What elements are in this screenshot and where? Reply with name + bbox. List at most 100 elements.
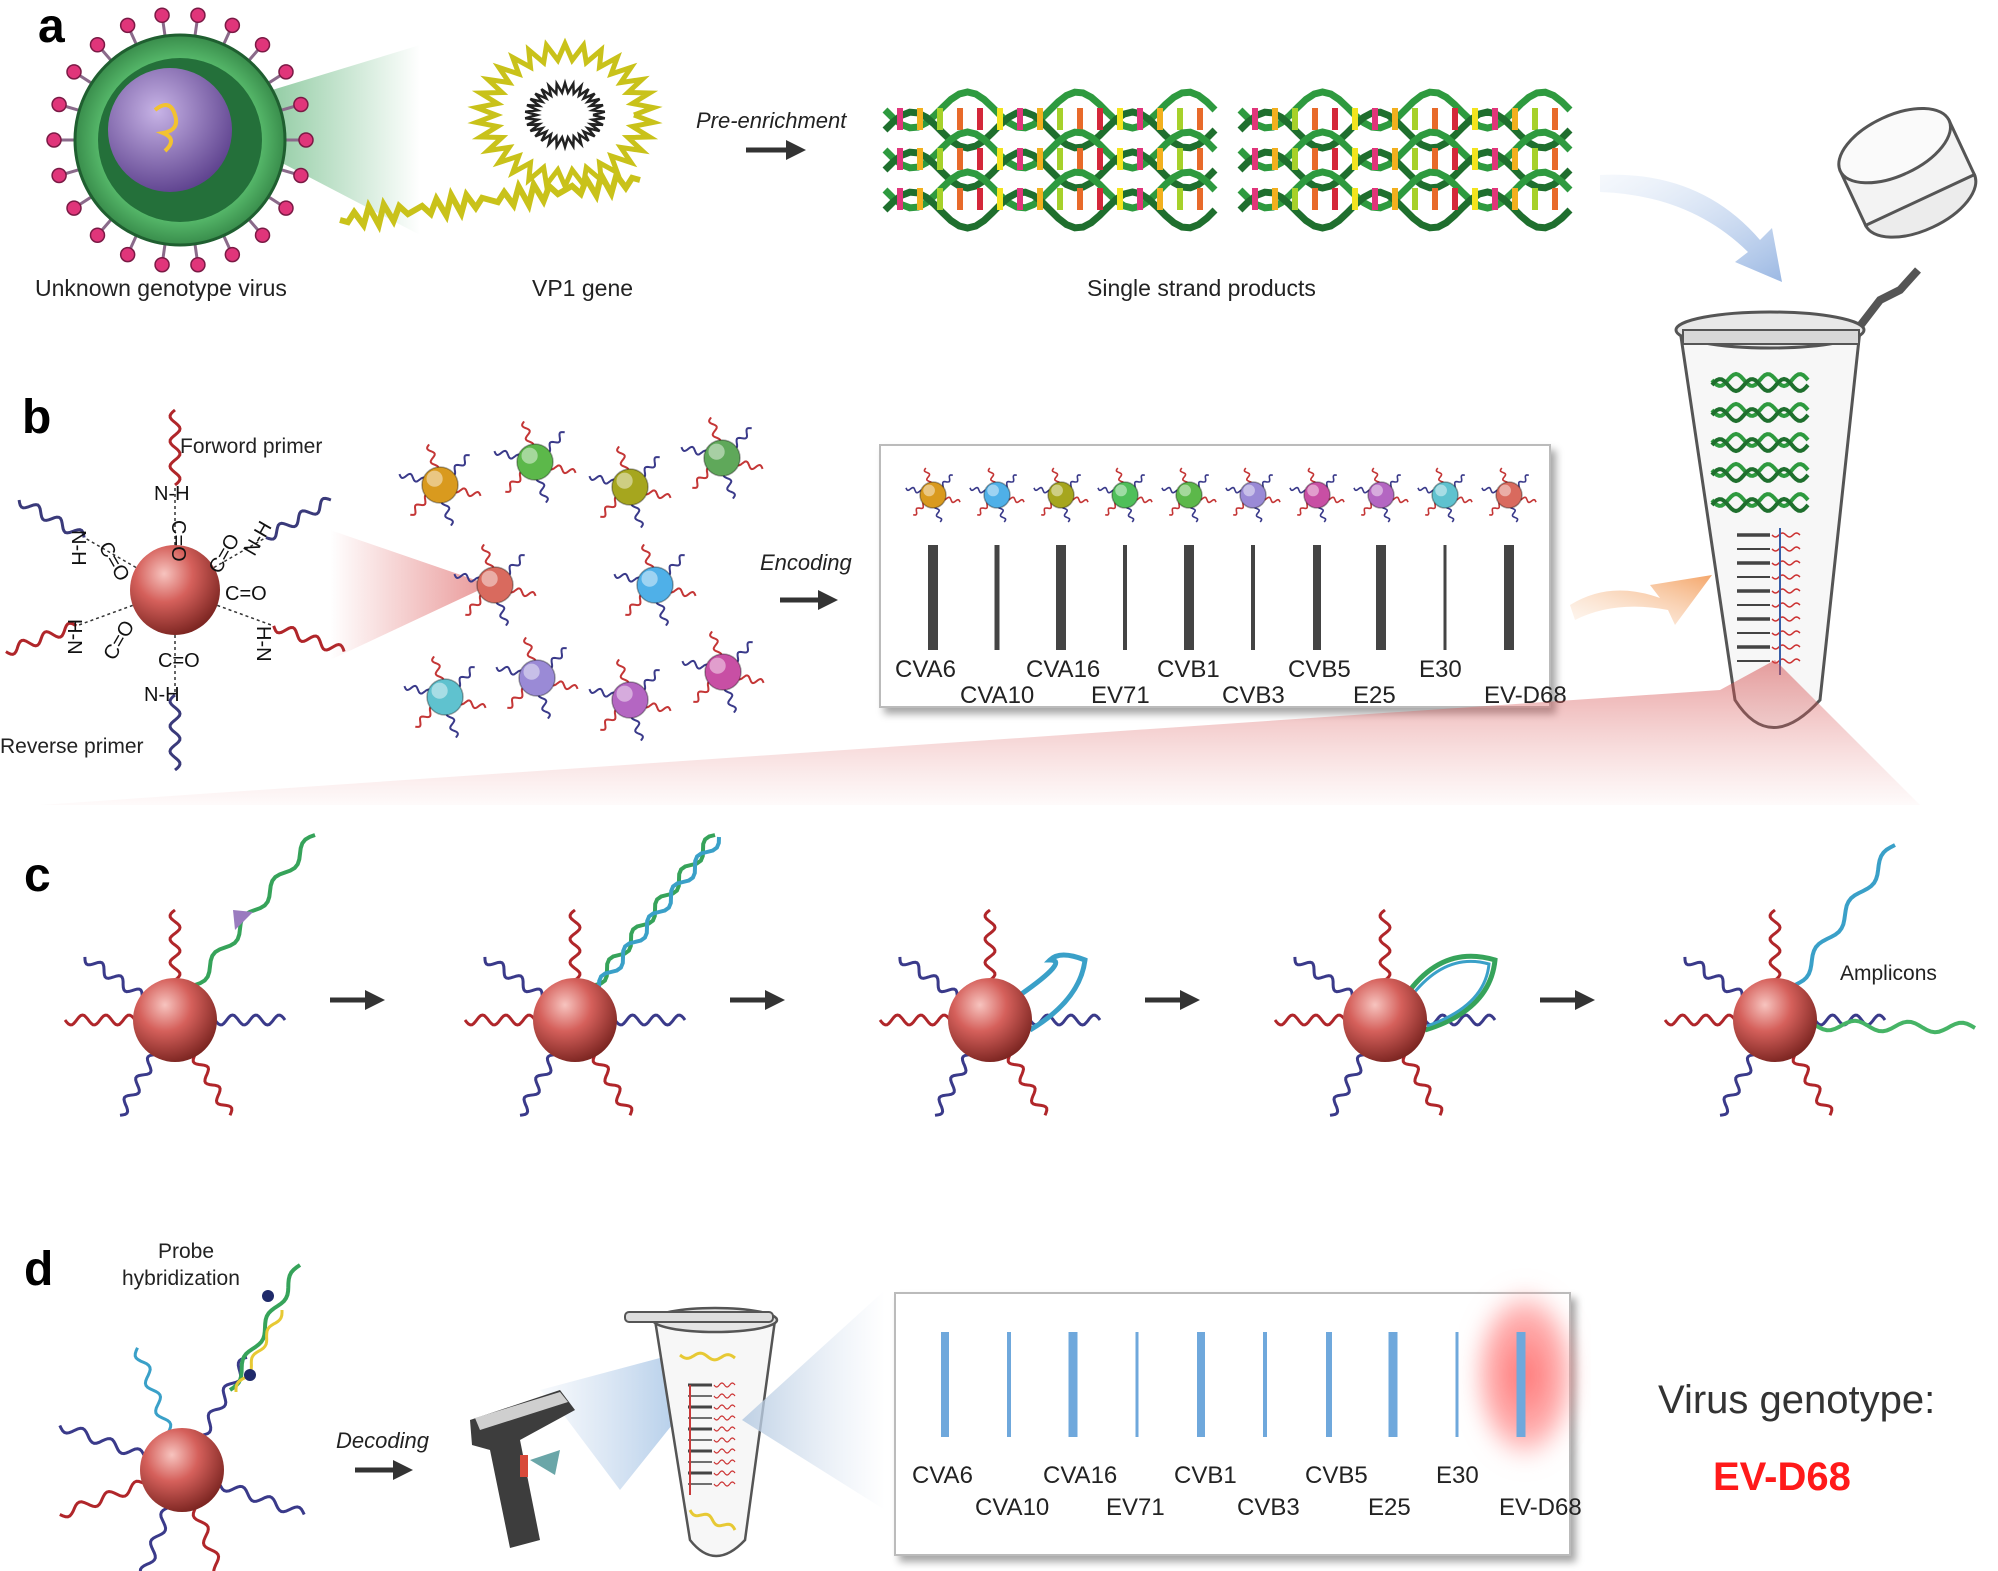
- amplification-steps: [63, 833, 1976, 1117]
- dna-helix: [882, 128, 1218, 192]
- encoding-label: Encoding: [760, 550, 853, 575]
- barcode-bar: [1123, 545, 1127, 650]
- barcode-bead: [1353, 467, 1409, 523]
- barcode-label: EV71: [1091, 682, 1150, 709]
- encoded-bead: [680, 416, 764, 500]
- bead-sphere: [426, 678, 464, 716]
- barcode-bar: [1516, 1332, 1526, 1437]
- bead: [1733, 978, 1817, 1062]
- panel-label-c: c: [24, 849, 51, 902]
- barcode-label: E25: [1368, 1494, 1411, 1521]
- decoding-label: Decoding: [336, 1428, 430, 1453]
- panel-label-d: d: [24, 1243, 53, 1296]
- barcode-bar: [1135, 1332, 1139, 1437]
- svg-text:H-N: H-N: [63, 619, 85, 655]
- barcode-bead: [1097, 467, 1153, 523]
- svg-text:N-H: N-H: [144, 684, 180, 706]
- bead-sphere: [518, 659, 556, 697]
- barcode-bead: [1161, 467, 1217, 523]
- dna-helix: [882, 168, 1218, 232]
- reaction-tube: [1674, 106, 1978, 729]
- amplification-step: [1273, 908, 1595, 1117]
- probe-strand: [228, 1263, 302, 1392]
- panel-label-b: b: [22, 391, 51, 444]
- bead-sphere: [476, 566, 514, 604]
- barcode-label: CVA16: [1026, 656, 1100, 683]
- svg-text:C=O: C=O: [99, 617, 139, 664]
- barcode-bead: [1481, 467, 1537, 523]
- barcode-bead: [905, 467, 961, 523]
- barcode-bar: [1455, 1332, 1459, 1437]
- encoded-bead: [681, 630, 765, 714]
- barcode-bead-sphere: [1111, 481, 1139, 509]
- svg-text:C=O: C=O: [167, 520, 189, 562]
- barcode-bar: [941, 1332, 949, 1437]
- barcode-bead-sphere: [1367, 481, 1395, 509]
- svg-text:C=O: C=O: [94, 538, 134, 585]
- step-arrowhead: [1180, 990, 1200, 1010]
- barcode-bead-sphere: [1431, 481, 1459, 509]
- step-arrowhead: [765, 990, 785, 1010]
- barcode-bar: [1251, 545, 1255, 650]
- barcode-bead-sphere: [1495, 481, 1523, 509]
- barcode-bead-sphere: [1175, 481, 1203, 509]
- barcode-bar: [928, 545, 938, 650]
- encoded-bead-library: [398, 416, 765, 742]
- virus-illustration: [46, 7, 420, 273]
- amplification-step: [1663, 843, 1976, 1117]
- svg-text:N-H: N-H: [154, 483, 190, 505]
- barcode-label: CVB3: [1237, 1494, 1300, 1521]
- encoded-bead: [453, 543, 537, 627]
- encoded-bead: [403, 655, 487, 739]
- barcode-label: E25: [1353, 682, 1396, 709]
- encoded-bead: [495, 636, 579, 720]
- encoded-bead: [613, 543, 697, 627]
- barcode-label: CVA10: [960, 682, 1034, 709]
- bead-sphere: [704, 653, 742, 691]
- zoom-beam-c: [40, 660, 1920, 805]
- encoded-bead: [588, 658, 672, 742]
- svg-text:N-H: N-H: [67, 530, 89, 566]
- barcode-bead-sphere: [1303, 481, 1331, 509]
- barcode-bead-sphere: [983, 481, 1011, 509]
- decoding-tube: [624, 1306, 779, 1558]
- svg-text:C=O: C=O: [158, 650, 200, 672]
- pre-enrichment-label: Pre-enrichment: [696, 108, 847, 133]
- barcode-scanner: [470, 1350, 700, 1548]
- gene-caption: VP1 gene: [532, 275, 633, 301]
- barcode-bead: [1033, 467, 1089, 523]
- barcode-label: CVA16: [1043, 1462, 1117, 1489]
- amplicons-label: Amplicons: [1840, 962, 1937, 985]
- probe-label-line1: Probe: [158, 1240, 214, 1263]
- barcode-bead: [1225, 467, 1281, 523]
- primer-bead-schematic: [5, 408, 346, 772]
- probe-label-line2: hybridization: [122, 1267, 240, 1290]
- arrow-encoding: [780, 590, 838, 610]
- bead-sphere: [421, 466, 459, 504]
- zoom-beam-b: [330, 530, 490, 660]
- barcode-bar: [1313, 545, 1321, 650]
- step-arrowhead: [1575, 990, 1595, 1010]
- barcode-bar: [1388, 1332, 1398, 1437]
- vp1-gene-illustration: [339, 37, 663, 234]
- arrow-pre-enrichment: [746, 140, 806, 160]
- probe-label-strand: [234, 1310, 284, 1392]
- barcode-label: CVB5: [1288, 656, 1351, 683]
- barcode-bead-sphere: [1047, 481, 1075, 509]
- barcode-label: E30: [1419, 656, 1462, 683]
- barcode-bar: [1443, 545, 1447, 650]
- barcode-label: CVB1: [1157, 656, 1220, 683]
- dna-helix: [1237, 88, 1573, 152]
- amplification-step: [463, 833, 785, 1117]
- barcode-label: CVA6: [895, 656, 956, 683]
- arrow-into-tube: [1600, 174, 1782, 282]
- barcode-bead-sphere: [1239, 481, 1267, 509]
- barcode-bar: [1056, 545, 1066, 650]
- barcode-bead-sphere: [919, 481, 947, 509]
- arrow-decoding: [355, 1460, 413, 1480]
- bead: [1343, 978, 1427, 1062]
- probe-dot: [262, 1290, 274, 1302]
